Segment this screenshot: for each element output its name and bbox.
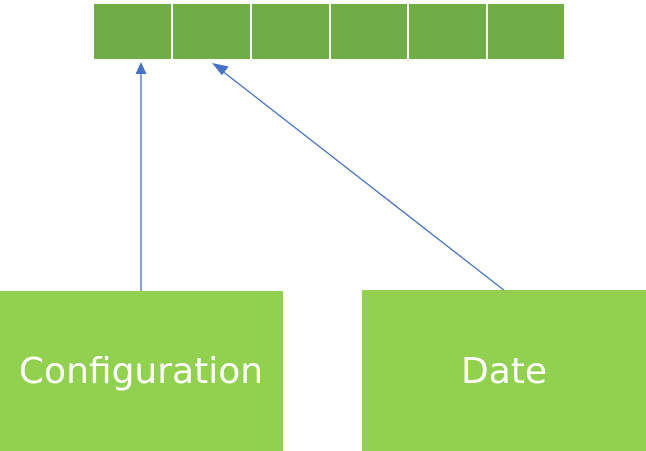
strip-cell-5 bbox=[407, 2, 488, 61]
strip-cell-4 bbox=[329, 2, 409, 61]
configuration-label: Configuration bbox=[19, 351, 263, 392]
strip-cell-3 bbox=[250, 2, 331, 61]
strip-cell-6 bbox=[486, 2, 566, 61]
strip-cell-1 bbox=[92, 2, 173, 61]
configuration-box: Configuration bbox=[0, 291, 283, 451]
date-label: Date bbox=[461, 351, 547, 392]
strip-cell-2 bbox=[171, 2, 252, 61]
date-box-rect bbox=[362, 290, 646, 451]
arrow-line bbox=[220, 69, 506, 292]
arrow-head-icon bbox=[135, 62, 147, 74]
cell-strip bbox=[92, 2, 566, 61]
date-box: Date bbox=[362, 290, 646, 451]
arrow-date-to-cell-2 bbox=[212, 63, 506, 292]
arrow-head-icon bbox=[212, 63, 229, 76]
configuration-box-rect bbox=[0, 291, 283, 451]
arrow-configuration-to-cell-1 bbox=[135, 62, 147, 292]
